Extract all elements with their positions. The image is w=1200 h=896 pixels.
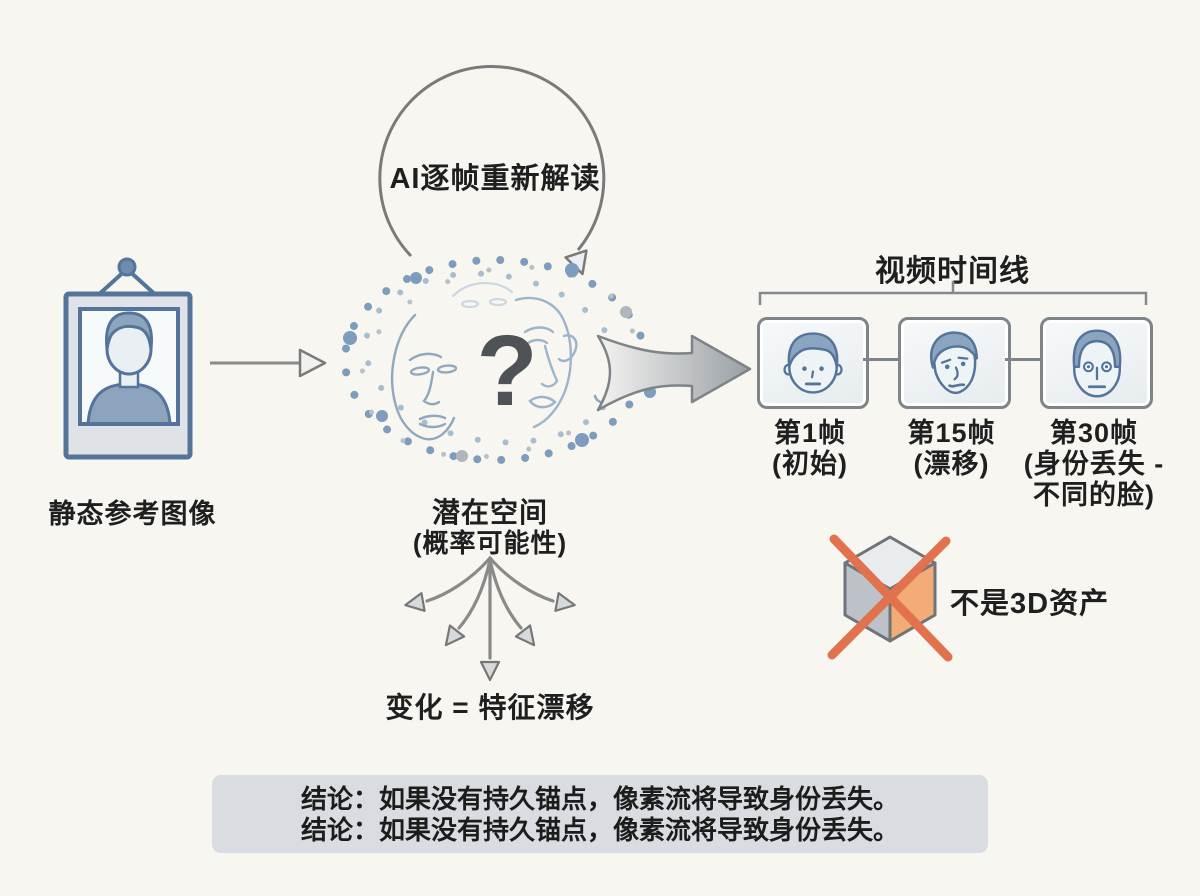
big-arrow-icon <box>596 334 752 412</box>
abstract-face-left <box>390 313 458 441</box>
frame-3-caption: 第30帧 (身份丢失 - 不同的脸) <box>1016 418 1172 511</box>
fan-arrows-icon <box>404 556 576 682</box>
frame-1-label: 第1帧 <box>773 418 847 448</box>
variation-label: 变化 = 特征漂移 <box>385 692 595 723</box>
frame-2-caption: 第15帧 (漂移) <box>886 418 1017 480</box>
timeline-bracket <box>758 281 1148 305</box>
abstract-face-right <box>514 296 578 429</box>
latent-subtitle: (概率可能性) <box>412 528 568 558</box>
frame-connector-2 <box>1005 358 1040 361</box>
frame-1-caption: 第1帧 (初始) <box>745 418 875 480</box>
timeline-frame-2 <box>898 317 1011 409</box>
avatar <box>86 311 172 422</box>
conclusion-line-1: 结论：如果没有持久锚点，像素流将导致身份丢失。 <box>300 783 899 814</box>
loop-label: AI逐帧重新解读 <box>389 163 601 195</box>
cross-icon <box>827 534 953 662</box>
loop-arrow-icon <box>378 64 606 276</box>
frame-2-label: 第15帧 <box>907 418 996 448</box>
right-arrow-icon <box>210 348 327 378</box>
framed-portrait-icon <box>63 257 193 460</box>
not3d-label: 不是3D资产 <box>950 588 1110 620</box>
frame-1-sublabel: (初始) <box>772 449 848 479</box>
crossed-cube-icon <box>827 534 953 662</box>
timeline-frame-3 <box>1040 317 1153 409</box>
conclusion-line-2: 结论：如果没有持久锚点，像素流将导致身份丢失。 <box>300 814 899 845</box>
reference-label: 静态参考图像 <box>48 499 217 529</box>
conclusion-box: 结论：如果没有持久锚点，像素流将导致身份丢失。 结论：如果没有持久锚点，像素流将… <box>212 775 988 853</box>
face-different-icon <box>1072 329 1121 398</box>
face-drifted-icon <box>929 331 978 395</box>
frame-2-sublabel: (漂移) <box>913 449 990 479</box>
frame-3-sublabel: (身份丢失 - <box>1023 449 1165 479</box>
abstract-face-faint <box>451 281 514 309</box>
question-mark: ? <box>476 315 538 427</box>
frame-3-sublabel2: 不同的脸) <box>1033 480 1155 510</box>
timeline-frame-1 <box>757 317 869 409</box>
face-initial-icon <box>783 332 843 394</box>
latent-title: 潜在空间 <box>431 497 548 528</box>
pin-icon <box>117 257 137 277</box>
frame-connector-1 <box>863 358 898 361</box>
frame-3-label: 第30帧 <box>1049 418 1139 448</box>
